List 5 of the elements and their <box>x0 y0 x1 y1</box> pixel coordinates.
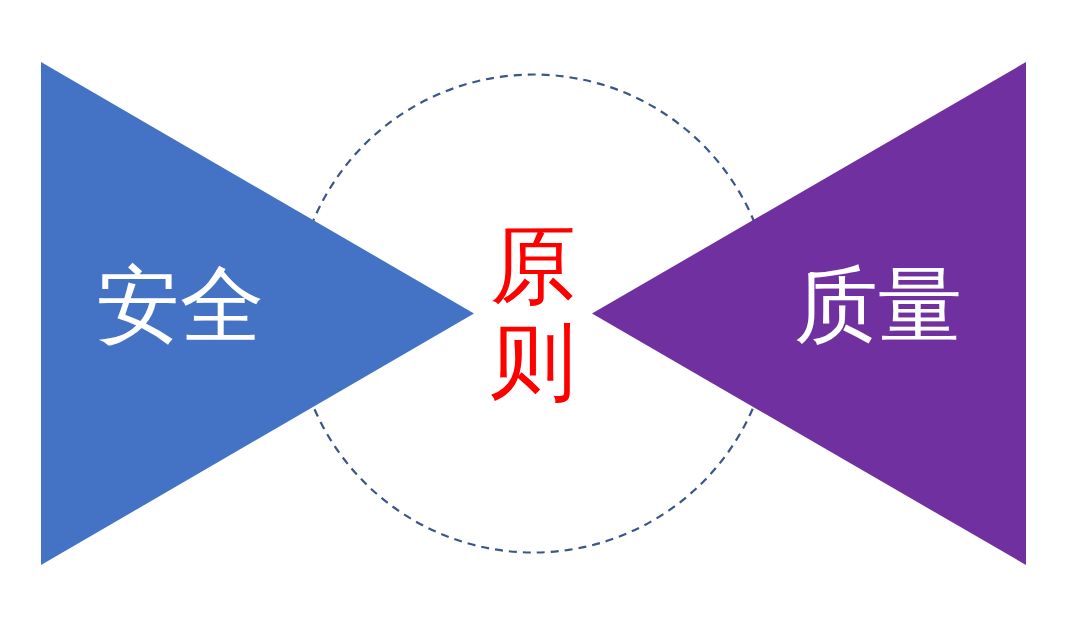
triangle-shape <box>592 62 1026 565</box>
shape-label: 原则 <box>490 216 576 410</box>
shape-label: 质量 <box>794 263 962 347</box>
shape-label: 安全 <box>96 263 264 347</box>
triangle-shape <box>41 62 474 565</box>
